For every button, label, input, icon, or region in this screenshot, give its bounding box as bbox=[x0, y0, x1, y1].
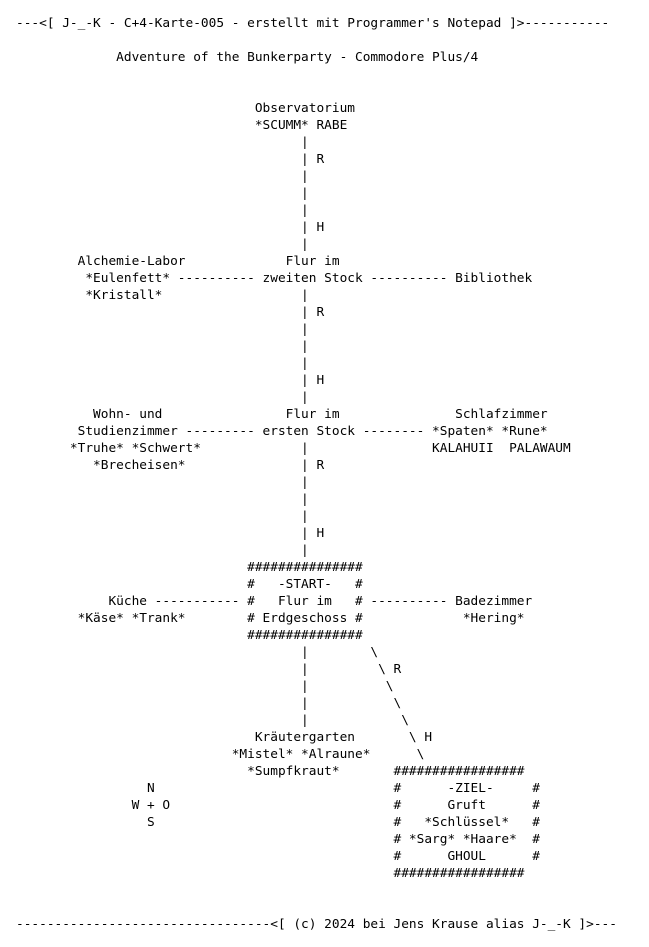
map-line: | bbox=[16, 475, 309, 490]
map-line: | \ bbox=[16, 713, 409, 728]
map-line: | bbox=[16, 390, 309, 405]
map-line: | bbox=[16, 186, 309, 201]
map-line: W + O # Gruft # bbox=[16, 798, 540, 813]
map-line bbox=[16, 882, 617, 899]
map-line: | \ bbox=[16, 696, 402, 711]
map-line: | \ R bbox=[16, 662, 402, 677]
map-line: ################# bbox=[16, 866, 525, 881]
map-line: *Truhe* *Schwert* | KALAHUII PALAWAUM bbox=[16, 441, 571, 456]
map-line: Adventure of the Bunkerparty - Commodore… bbox=[16, 50, 479, 65]
map-line bbox=[16, 32, 617, 49]
map-line: | bbox=[16, 322, 309, 337]
map-line: Küche ----------- # Flur im # ----------… bbox=[16, 594, 533, 609]
map-line bbox=[16, 66, 617, 83]
map-line: *Sumpfkraut* ################# bbox=[16, 764, 525, 779]
map-line: | H bbox=[16, 526, 325, 541]
map-line: Wohn- und Flur im Schlafzimmer bbox=[16, 407, 548, 422]
map-line: | H bbox=[16, 373, 325, 388]
map-line: | H bbox=[16, 220, 325, 235]
map-line: *Eulenfett* ---------- zweiten Stock ---… bbox=[16, 271, 533, 286]
map-line: | R bbox=[16, 152, 325, 167]
map-line: | bbox=[16, 135, 309, 150]
map-line: Observatorium bbox=[16, 101, 355, 116]
map-line bbox=[16, 899, 617, 916]
map-line: # GHOUL # bbox=[16, 849, 540, 864]
map-line: | bbox=[16, 356, 309, 371]
map-line: ############### bbox=[16, 628, 363, 643]
map-line: | \ bbox=[16, 645, 379, 660]
map-line: *Käse* *Trank* # Erdgeschoss # *Hering* bbox=[16, 611, 525, 626]
map-line: Alchemie-Labor Flur im bbox=[16, 254, 340, 269]
map-line: *SCUMM* RABE bbox=[16, 118, 348, 133]
map-line: | bbox=[16, 543, 309, 558]
map-line: ---------------------------------<[ (c) … bbox=[16, 917, 617, 932]
map-line: *Brecheisen* | R bbox=[16, 458, 325, 473]
map-line: ############### bbox=[16, 560, 363, 575]
map-line: | \ bbox=[16, 679, 394, 694]
map-line: | bbox=[16, 169, 309, 184]
map-line: | bbox=[16, 339, 309, 354]
map-line: Kräutergarten \ H bbox=[16, 730, 433, 745]
map-line: N # -ZIEL- # bbox=[16, 781, 540, 796]
map-line: # -START- # bbox=[16, 577, 363, 592]
map-line: *Mistel* *Alraune* \ bbox=[16, 747, 425, 762]
map-line: | bbox=[16, 509, 309, 524]
map-line: # *Sarg* *Haare* # bbox=[16, 832, 540, 847]
map-line: S # *Schlüssel* # bbox=[16, 815, 540, 830]
map-line: | R bbox=[16, 305, 325, 320]
map-line: *Kristall* | bbox=[16, 288, 309, 303]
map-line: Studienzimmer --------- ersten Stock ---… bbox=[16, 424, 548, 439]
map-line: | bbox=[16, 237, 309, 252]
map-line: ---<[ J-_-K - C+4-Karte-005 - erstellt m… bbox=[16, 16, 610, 31]
ascii-map: ---<[ J-_-K - C+4-Karte-005 - erstellt m… bbox=[16, 15, 617, 933]
map-line: | bbox=[16, 492, 309, 507]
map-line bbox=[16, 83, 617, 100]
map-line: | bbox=[16, 203, 309, 218]
